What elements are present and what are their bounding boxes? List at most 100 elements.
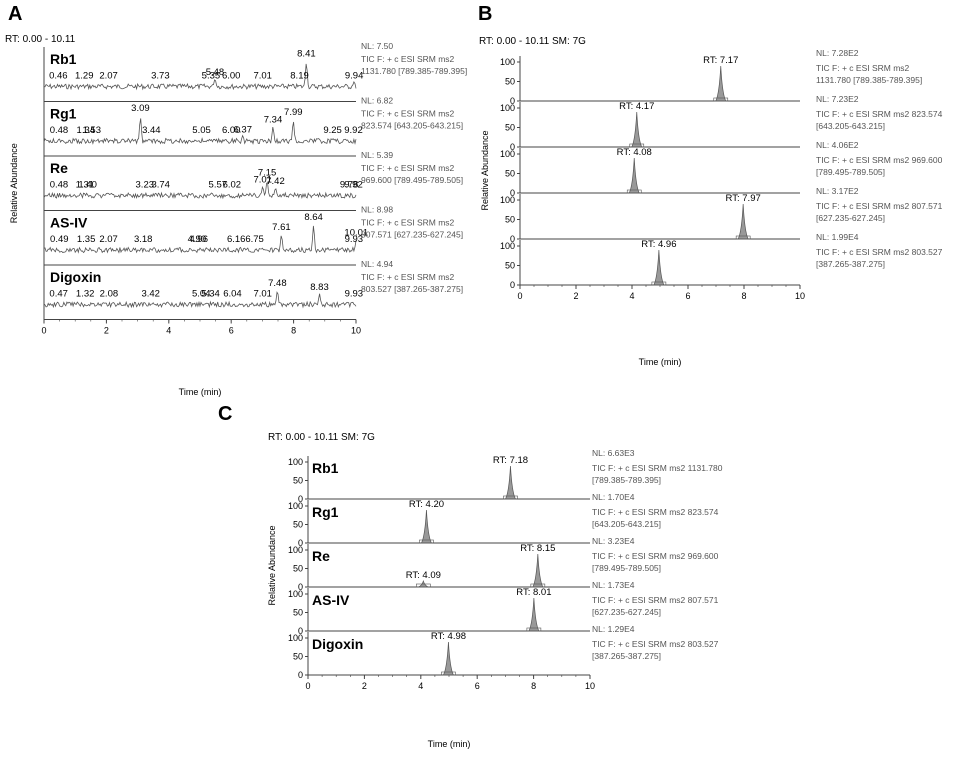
y-tick-label: 100 bbox=[288, 457, 303, 467]
y-tick-label: 100 bbox=[288, 589, 303, 599]
peak-time-label: 6.02 bbox=[223, 180, 242, 191]
y-tick-label: 0 bbox=[510, 142, 515, 152]
integration-mark bbox=[503, 495, 518, 500]
peak-area bbox=[532, 553, 544, 588]
tic-filter-line-1: TIC F: + c ESI SRM ms2 bbox=[361, 272, 455, 282]
peak-time-label: 7.01 bbox=[253, 289, 272, 300]
x-tick-label: 2 bbox=[573, 291, 578, 301]
y-axis-title: Relative Abundance bbox=[9, 143, 19, 223]
peak-time-label: 9.94 bbox=[345, 70, 364, 81]
x-axis-title: Time (min) bbox=[179, 387, 222, 397]
integration-mark bbox=[416, 583, 431, 588]
compound-label: Re bbox=[312, 548, 330, 564]
peak-time-label: 4.90 bbox=[188, 234, 207, 245]
y-tick-label: 100 bbox=[500, 103, 515, 113]
y-tick-label: 50 bbox=[293, 476, 303, 486]
rt-peak-label: RT: 4.96 bbox=[641, 239, 676, 250]
y-tick-label: 50 bbox=[505, 215, 515, 225]
tic-filter-line-2: 1131.780 [789.385-789.395] bbox=[361, 66, 467, 76]
peak-time-label: 1.35 bbox=[77, 234, 96, 245]
x-tick-label: 10 bbox=[795, 291, 805, 301]
x-tick-label: 4 bbox=[418, 681, 423, 691]
peak-time-label: 0.46 bbox=[49, 71, 68, 82]
compound-label: Re bbox=[50, 160, 68, 176]
panel-letter: C bbox=[218, 403, 232, 425]
tic-filter-line-2: 1131.780 [789.385-789.395] bbox=[816, 75, 922, 85]
normalization-level: NL: 1.70E4 bbox=[592, 492, 635, 502]
peak-time-label: 5.04 bbox=[192, 289, 211, 300]
tic-trace bbox=[43, 291, 357, 309]
x-tick-label: 0 bbox=[517, 291, 522, 301]
peak-time-label: 3.42 bbox=[141, 289, 160, 300]
y-tick-label: 0 bbox=[298, 670, 303, 680]
compound-label: Rb1 bbox=[50, 51, 77, 67]
x-tick-label: 4 bbox=[166, 326, 171, 336]
peak-time-label: 3.23 bbox=[136, 180, 155, 191]
y-tick-label: 50 bbox=[293, 608, 303, 618]
peak-area bbox=[628, 157, 640, 194]
tic-filter-line-2: [643.205-643.215] bbox=[592, 519, 661, 529]
peak-time-label: 1.29 bbox=[75, 71, 94, 82]
y-tick-label: 100 bbox=[500, 241, 515, 251]
peak-time-label: 3.09 bbox=[131, 103, 150, 114]
peak-time-label: 2.07 bbox=[99, 71, 118, 82]
y-tick-label: 100 bbox=[500, 149, 515, 159]
tic-filter-line-2: 969.600 [789.495-789.505] bbox=[361, 175, 463, 185]
normalization-level: NL: 7.23E2 bbox=[816, 94, 859, 104]
peak-time-label: 8.83 bbox=[310, 282, 329, 293]
peak-time-label: 4.96 bbox=[190, 234, 209, 245]
y-tick-label: 0 bbox=[510, 188, 515, 198]
tic-trace bbox=[43, 225, 357, 254]
compound-label: Digoxin bbox=[50, 269, 101, 285]
peak-area bbox=[420, 509, 433, 544]
integration-mark bbox=[441, 671, 456, 676]
peak-area bbox=[504, 465, 517, 500]
peak-time-label: 6.37 bbox=[233, 124, 252, 135]
x-axis-title: Time (min) bbox=[639, 357, 682, 367]
normalization-level: NL: 3.17E2 bbox=[816, 186, 859, 196]
y-tick-label: 50 bbox=[505, 77, 515, 87]
peak-time-label: 8.41 bbox=[297, 48, 316, 59]
peak-time-label: 6.00 bbox=[222, 71, 241, 82]
y-tick-label: 100 bbox=[500, 195, 515, 205]
peak-time-label: 3.44 bbox=[142, 125, 161, 136]
peak-time-label: 2.07 bbox=[99, 234, 118, 245]
tic-filter-line-1: TIC F: + c ESI SRM ms2 969.600 bbox=[816, 155, 943, 165]
normalization-level: NL: 4.94 bbox=[361, 259, 393, 269]
y-tick-label: 0 bbox=[510, 280, 515, 290]
y-tick-label: 0 bbox=[298, 538, 303, 548]
peak-time-label: 7.01 bbox=[253, 71, 272, 82]
rt-peak-label: RT: 4.08 bbox=[617, 147, 652, 158]
y-tick-label: 50 bbox=[505, 169, 515, 179]
tic-filter-line-1: TIC F: + c ESI SRM ms2 803.527 bbox=[816, 247, 943, 257]
peak-time-label: 1.34 bbox=[77, 125, 96, 136]
peak-time-label: 1.31 bbox=[76, 180, 95, 191]
normalization-level: NL: 1.99E4 bbox=[816, 232, 859, 242]
x-tick-label: 10 bbox=[351, 326, 361, 336]
y-tick-label: 100 bbox=[288, 501, 303, 511]
peak-area bbox=[631, 111, 643, 148]
peak-time-label: 3.73 bbox=[151, 71, 170, 82]
normalization-level: NL: 6.63E3 bbox=[592, 448, 635, 458]
x-tick-label: 8 bbox=[531, 681, 536, 691]
x-tick-label: 10 bbox=[585, 681, 595, 691]
peak-time-label: 1.40 bbox=[78, 180, 97, 191]
integration-mark bbox=[526, 627, 542, 632]
tic-filter-line-2: 807.571 [627.235-627.245] bbox=[361, 230, 463, 240]
integration-mark bbox=[530, 583, 546, 588]
peak-time-label: 6.04 bbox=[223, 289, 242, 300]
x-tick-label: 2 bbox=[362, 681, 367, 691]
peak-time-label: 7.42 bbox=[266, 176, 285, 187]
y-tick-label: 0 bbox=[298, 494, 303, 504]
peak-time-label: 5.35 bbox=[202, 71, 221, 82]
peak-time-label: 0.48 bbox=[50, 180, 69, 191]
